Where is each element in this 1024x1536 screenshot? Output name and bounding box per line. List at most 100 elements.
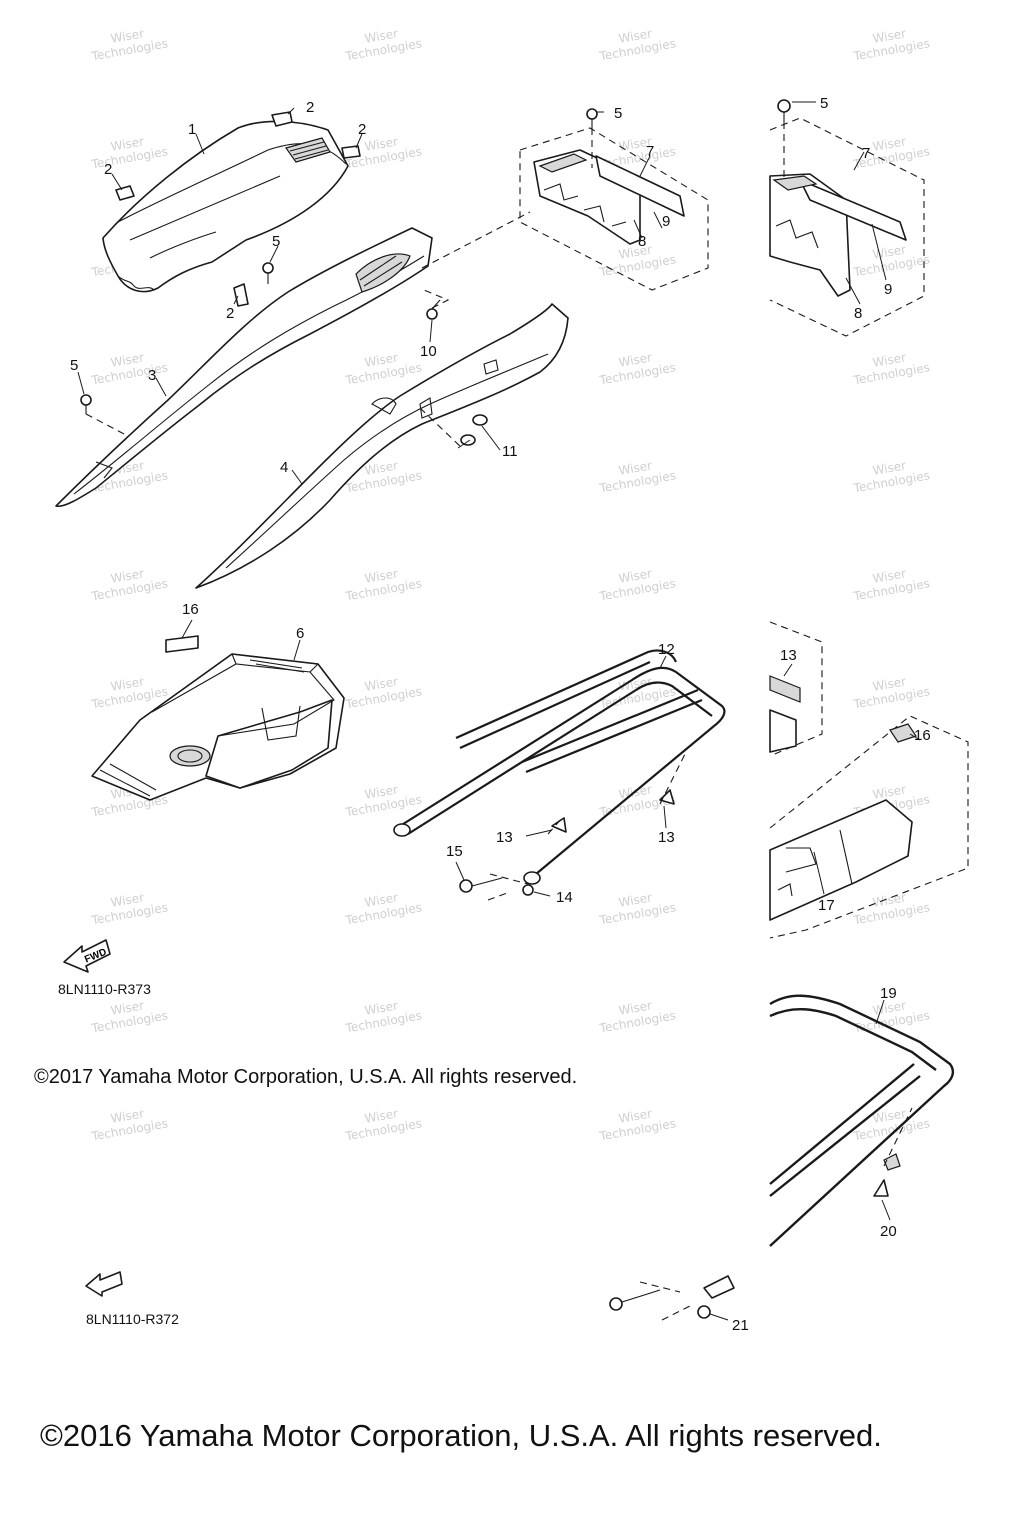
watermark-text: WiserTechnologies xyxy=(87,346,169,387)
callout-2: 2 xyxy=(358,121,366,138)
part-storage-bin xyxy=(91,653,345,801)
copyright-2016: ©2016 Yamaha Motor Corporation, U.S.A. A… xyxy=(40,1418,882,1453)
watermark-text: WiserTechnologies xyxy=(341,994,423,1035)
watermark-text: WiserTechnologies xyxy=(849,238,931,279)
callout-2: 2 xyxy=(104,161,112,178)
part-left-side-cover xyxy=(55,227,433,508)
part-decal-left xyxy=(165,635,199,653)
watermark-text: WiserTechnologies xyxy=(595,454,677,495)
screw-icon xyxy=(262,262,274,284)
watermark-text: WiserTechnologies xyxy=(341,346,423,387)
watermark-text: WiserTechnologies xyxy=(849,562,931,603)
clip-icon xyxy=(551,817,567,833)
callout-2: 2 xyxy=(226,305,234,322)
part-seat-cover xyxy=(102,120,349,293)
part-tube-frame xyxy=(393,649,726,885)
screw-icon xyxy=(777,99,791,122)
callout-9: 9 xyxy=(662,213,670,230)
fastener-group xyxy=(80,99,901,1319)
tube-end-icon xyxy=(703,1275,735,1299)
fwd-arrow-icon: FWD xyxy=(63,939,111,973)
clip-icon xyxy=(271,111,293,127)
watermark-text: WiserTechnologies xyxy=(849,670,931,711)
nut-icon xyxy=(697,1305,711,1319)
part-right-side-cover xyxy=(195,303,569,589)
watermark-text: WiserTechnologies xyxy=(849,454,931,495)
watermark-text: WiserTechnologies xyxy=(87,670,169,711)
watermark-text: WiserTechnologies xyxy=(87,562,169,603)
watermark-text: WiserTechnologies xyxy=(595,886,677,927)
clip-icon xyxy=(341,145,361,159)
callout-9: 9 xyxy=(884,281,892,298)
callout-20: 20 xyxy=(880,1223,897,1240)
callout-16: 16 xyxy=(914,727,931,744)
leader-lines xyxy=(77,101,921,1321)
watermark-text: WiserTechnologies xyxy=(849,346,931,387)
watermark-text: WiserTechnologies xyxy=(87,130,169,171)
callout-5: 5 xyxy=(820,95,828,112)
clip-icon xyxy=(233,283,249,307)
clip-icon-group xyxy=(115,111,361,307)
callout-12: 12 xyxy=(658,641,675,658)
watermark-text: WiserTechnologies xyxy=(849,22,931,63)
bolt-icon xyxy=(426,299,441,320)
callout-13: 13 xyxy=(780,647,797,664)
callout-13: 13 xyxy=(658,829,675,846)
callout-1: 1 xyxy=(188,121,196,138)
watermark-text: WiserTechnologies xyxy=(341,1102,423,1143)
part-tube-frame-lower xyxy=(769,994,955,1247)
watermark-text: WiserTechnologies xyxy=(595,346,677,387)
nut-icon xyxy=(522,884,534,896)
watermark-text: WiserTechnologies xyxy=(595,1102,677,1143)
callout-2: 2 xyxy=(306,99,314,116)
callout-13: 13 xyxy=(496,829,513,846)
group-grab-handle-right xyxy=(769,117,925,337)
clip-icon xyxy=(115,185,135,201)
watermark-text: WiserTechnologies xyxy=(595,22,677,63)
callout-14: 14 xyxy=(556,889,573,906)
screw-icon xyxy=(80,394,92,414)
callout-21: 21 xyxy=(732,1317,749,1334)
callout-4: 4 xyxy=(280,459,288,476)
callout-3: 3 xyxy=(148,367,156,384)
watermark-text: WiserTechnologies xyxy=(595,994,677,1035)
callout-15: 15 xyxy=(446,843,463,860)
copyright-2017: ©2017 Yamaha Motor Corporation, U.S.A. A… xyxy=(34,1066,578,1088)
callout-10: 10 xyxy=(420,343,437,360)
reference-code-lower: 8LN1110-R372 xyxy=(86,1311,179,1327)
clip-icon xyxy=(659,789,675,805)
callout-5: 5 xyxy=(70,357,78,374)
callout-8: 8 xyxy=(638,233,646,250)
callouts: 1 2 2 2 2 3 4 5 5 5 5 6 7 7 8 8 9 9 10 1… xyxy=(70,95,931,1334)
callout-5: 5 xyxy=(614,105,622,122)
watermark-text: WiserTechnologies xyxy=(87,886,169,927)
callout-6: 6 xyxy=(296,625,304,642)
bolt-icon xyxy=(609,1289,661,1311)
clip-icon xyxy=(873,1179,889,1197)
watermark-text: WiserTechnologies xyxy=(595,238,677,279)
callout-11: 11 xyxy=(502,443,518,460)
fwd-arrow-icon-partial xyxy=(85,1271,123,1297)
callout-5: 5 xyxy=(272,233,280,250)
callout-7: 7 xyxy=(646,143,654,160)
watermark-text: WiserTechnologies xyxy=(87,1102,169,1143)
watermark-text: WiserTechnologies xyxy=(87,994,169,1035)
group-decal-13 xyxy=(769,621,823,757)
watermark-text: WiserTechnologies xyxy=(595,562,677,603)
callout-19: 19 xyxy=(880,985,897,1002)
screw-icon xyxy=(586,108,598,128)
callout-7: 7 xyxy=(862,145,870,162)
bolt-icon xyxy=(459,877,503,893)
watermark-text: WiserTechnologies xyxy=(849,886,931,927)
watermark-text: WiserTechnologies xyxy=(341,562,423,603)
watermark-text: WiserTechnologies xyxy=(341,22,423,63)
reference-code-upper: 8LN1110-R373 xyxy=(58,981,151,997)
callout-17: 17 xyxy=(818,897,835,914)
watermark-text: WiserTechnologies xyxy=(341,778,423,819)
watermark-text: WiserTechnologies xyxy=(341,886,423,927)
callout-8: 8 xyxy=(854,305,862,322)
group-step-cover xyxy=(769,715,969,939)
grommet-icon xyxy=(460,414,488,446)
callout-16: 16 xyxy=(182,601,199,618)
